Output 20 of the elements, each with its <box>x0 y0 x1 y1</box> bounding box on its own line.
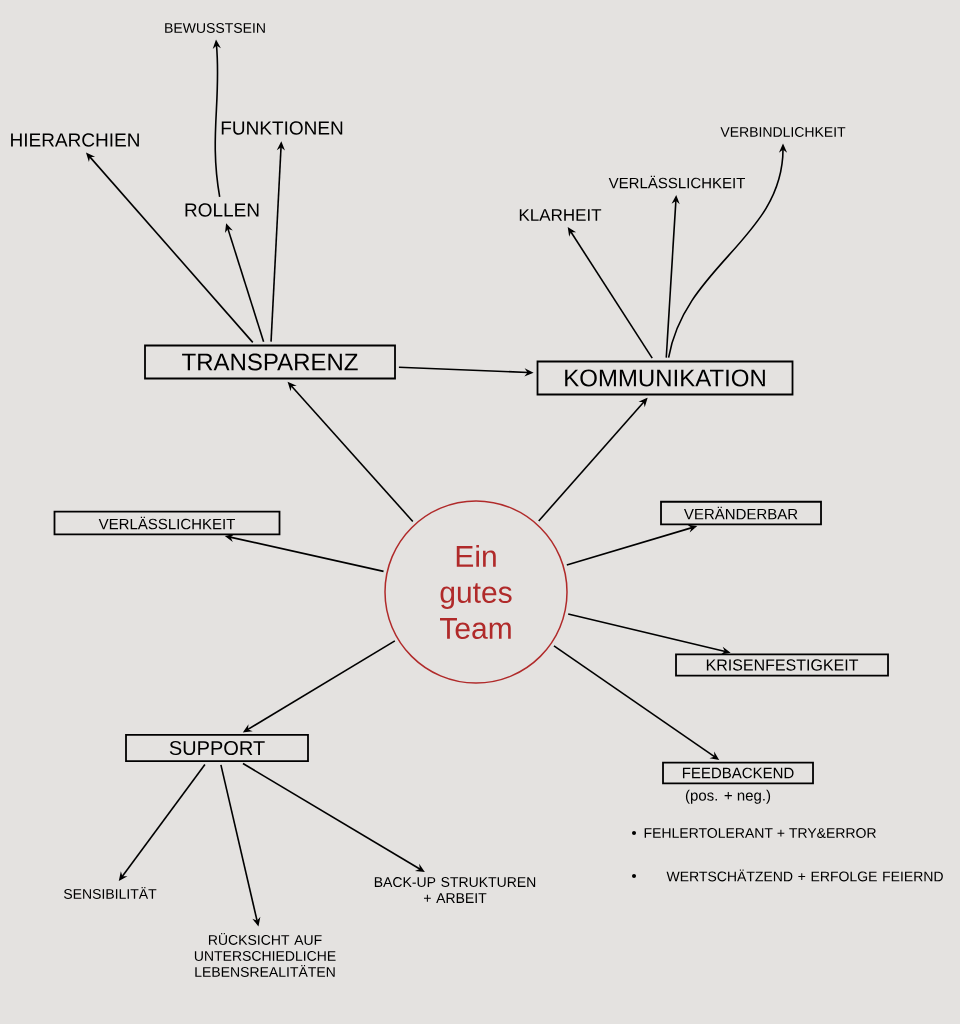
node-text: KLARHEIT <box>519 209 602 221</box>
process-box: KOMMUNIKATION <box>536 360 794 396</box>
node-text: HIERARCHIEN <box>11 133 139 147</box>
node-text: RÜCKSICHT AUF UNTERSCHIEDLICHE LEBENSREALITÄTEN <box>194 933 336 977</box>
process-box: KRISENFESTIGKEIT <box>675 653 889 677</box>
node-text: BACK-UP STRUKTUREN + ARBEIT <box>374 877 536 903</box>
node-text: FUNKTIONEN <box>221 121 343 135</box>
note-text: WERTSCHÄTZEND + ERFOLGE FEIERND <box>666 869 943 882</box>
node-note: (pos. + neg.) <box>685 789 771 804</box>
node-text: VERLÄSSLICHKEIT <box>608 175 745 189</box>
process-box: TRANSPARENZ <box>144 344 396 380</box>
node-text: BEWUSSTSEIN <box>165 23 265 33</box>
process-box: FEEDBACKEND <box>662 761 814 785</box>
node-text: ROLLEN <box>185 203 259 217</box>
node-text: SENSIBILITÄT <box>63 887 157 899</box>
node-text: VERBINDLICHKEIT <box>720 127 846 137</box>
note-text: FEHLERTOLERANT + TRY&ERROR <box>644 828 876 838</box>
process-box: SUPPORT <box>125 734 309 762</box>
process-box: VERÄNDERBAR <box>660 500 822 526</box>
process-box: VERLÄSSLICHKEIT <box>53 510 281 536</box>
